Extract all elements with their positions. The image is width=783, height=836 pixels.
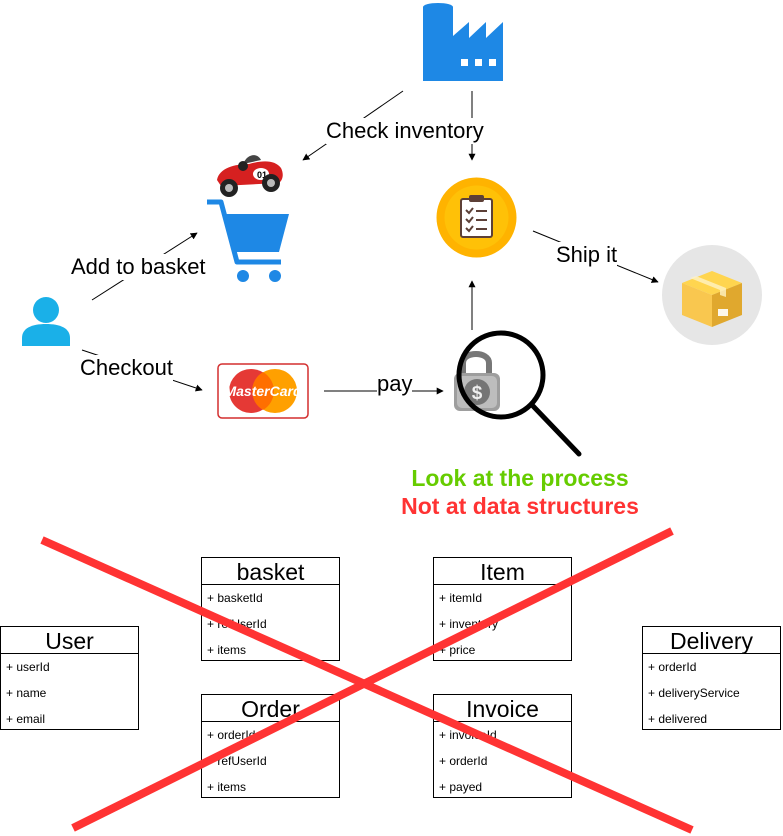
clipboard-icon <box>436 177 517 258</box>
class-field: + basketId <box>207 591 263 605</box>
mastercard-icon: MasterCard <box>217 363 309 419</box>
class-field: + orderId <box>648 660 697 674</box>
class-order: Order + orderId + refUserId + items <box>201 694 340 798</box>
class-delivery: Delivery + orderId + deliveryService + d… <box>642 626 781 730</box>
class-field: + price <box>439 643 476 657</box>
class-field: + email <box>6 712 46 726</box>
svg-text:$: $ <box>472 383 483 404</box>
class-field: + payed <box>439 780 483 794</box>
class-field: + orderId <box>439 754 488 768</box>
factory-icon <box>422 2 503 81</box>
edge-label-ship-it: Ship it <box>556 242 618 268</box>
edge-label-checkout: Checkout <box>80 355 173 381</box>
class-field: + items <box>207 780 247 794</box>
class-field: + itemId <box>439 591 483 605</box>
class-field: + name <box>6 686 47 700</box>
toy-car-icon: 01 <box>213 150 285 200</box>
class-name: Invoice <box>434 695 571 722</box>
svg-text:01: 01 <box>257 170 267 180</box>
edge-label-check-inventory: Check inventory <box>326 118 484 144</box>
note-line-1: Look at the process <box>411 465 629 491</box>
mastercard-text: MasterCard <box>224 383 301 399</box>
class-name: Delivery <box>643 627 780 654</box>
class-name: User <box>1 627 138 654</box>
class-name: basket <box>202 558 339 585</box>
cross-line-2 <box>71 527 674 832</box>
class-name: Item <box>434 558 571 585</box>
edge-label-add-to-basket: Add to basket <box>71 254 206 280</box>
shopping-cart-icon <box>205 196 293 284</box>
class-field: + deliveryService <box>648 686 740 700</box>
class-field: + orderId <box>207 728 256 742</box>
user-icon <box>20 296 72 346</box>
class-user: User + userId + name + email <box>0 626 139 730</box>
class-field: + items <box>207 643 247 657</box>
class-field: + userId <box>6 660 50 674</box>
edge-label-pay: pay <box>377 371 413 397</box>
note-line-2: Not at data structures <box>401 493 639 519</box>
class-item: Item + itemId + inventory + price <box>433 557 572 661</box>
class-field: + delivered <box>648 712 708 726</box>
magnifier-icon <box>455 330 585 460</box>
package-icon <box>662 245 762 345</box>
